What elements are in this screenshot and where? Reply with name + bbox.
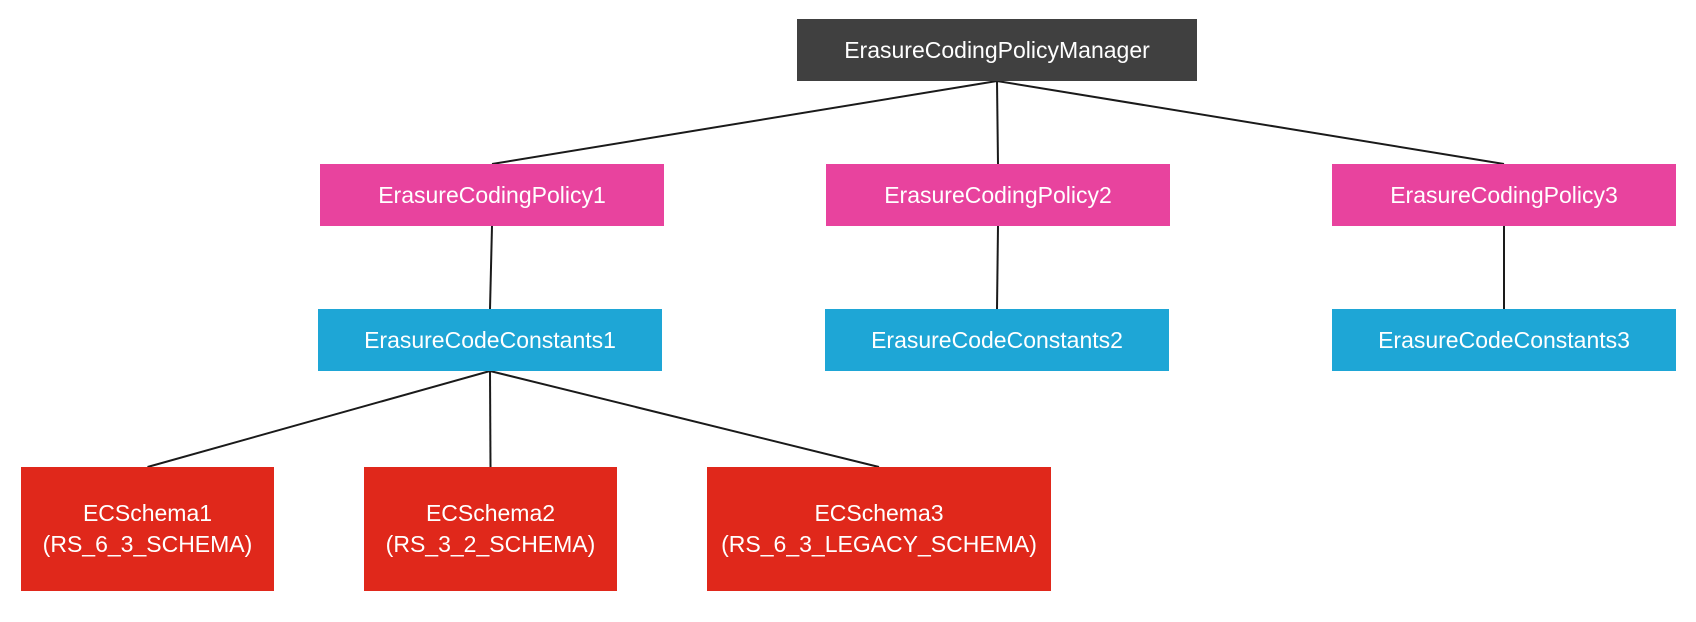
node-ec-schema-3: ECSchema3 (RS_6_3_LEGACY_SCHEMA) (707, 467, 1051, 591)
node-label: ErasureCodingPolicy1 (378, 181, 606, 208)
node-label: ECSchema1 (82, 500, 213, 526)
node-sublabel: (RS_6_3_SCHEMA) (42, 531, 253, 557)
connector-manager-policy3 (996, 80, 1505, 165)
node-erasure-code-constants-2: ErasureCodeConstants2 (825, 309, 1169, 371)
node-erasure-code-constants-1: ErasureCodeConstants1 (318, 309, 662, 371)
node-ec-schema-2: ECSchema2 (RS_3_2_SCHEMA) (364, 467, 617, 591)
node-sublabel: (RS_6_3_LEGACY_SCHEMA) (721, 531, 1037, 557)
node-erasure-code-constants-3: ErasureCodeConstants3 (1332, 309, 1676, 371)
connector-policy2-const2 (996, 225, 999, 310)
connector-const1-schema2 (489, 370, 492, 468)
node-label: ErasureCodingPolicy2 (884, 181, 1112, 208)
node-ec-schema-1: ECSchema1 (RS_6_3_SCHEMA) (21, 467, 274, 591)
node-label: ECSchema3 (814, 500, 944, 526)
connector-manager-policy2 (996, 80, 999, 165)
node-label: ECSchema2 (425, 500, 556, 526)
connector-const1-schema1 (147, 370, 491, 468)
node-label: ErasureCodeConstants1 (364, 326, 616, 353)
node-label: ErasureCodingPolicyManager (844, 36, 1150, 63)
node-erasure-coding-policy-1: ErasureCodingPolicy1 (320, 164, 664, 226)
node-label: ErasureCodeConstants3 (1378, 326, 1630, 353)
node-erasure-coding-policy-manager: ErasureCodingPolicyManager (797, 19, 1197, 81)
node-sublabel: (RS_3_2_SCHEMA) (385, 531, 596, 557)
node-label: ErasureCodingPolicy3 (1390, 181, 1618, 208)
connector-policy1-const1 (489, 225, 493, 310)
node-label: ErasureCodeConstants2 (871, 326, 1123, 353)
node-erasure-coding-policy-2: ErasureCodingPolicy2 (826, 164, 1170, 226)
connector-const1-schema3 (489, 370, 880, 468)
node-erasure-coding-policy-3: ErasureCodingPolicy3 (1332, 164, 1676, 226)
connector-manager-policy1 (491, 80, 998, 165)
